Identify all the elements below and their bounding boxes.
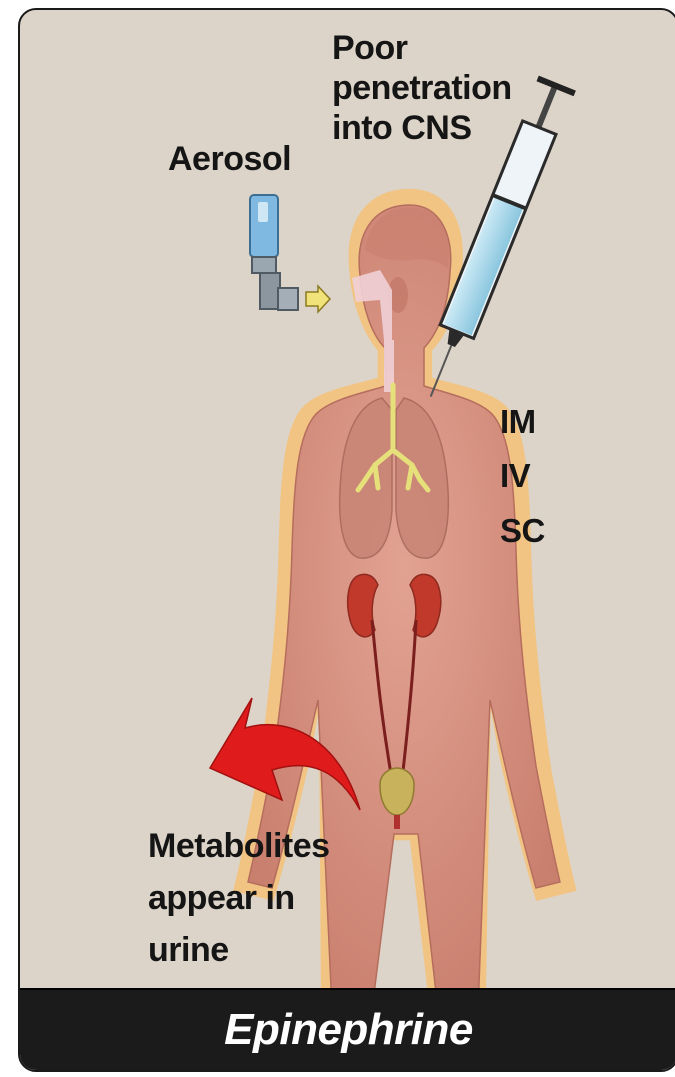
route-im-label: IM <box>500 403 536 441</box>
inhaler-icon <box>250 195 330 312</box>
metabolites-line-2: appear in <box>148 872 330 924</box>
diagram-artwork <box>20 10 675 1070</box>
metabolites-line-3: urine <box>148 924 330 976</box>
footer-bar: Epinephrine <box>20 988 675 1070</box>
drug-title: Epinephrine <box>224 1005 473 1055</box>
metabolites-line-1: Metabolites <box>148 820 330 872</box>
epinephrine-diagram-panel: Poor penetration into CNS Aerosol IM IV … <box>18 8 675 1072</box>
poor-penetration-label: Poor penetration into CNS <box>332 28 512 148</box>
metabolites-label: Metabolites appear in urine <box>148 820 330 976</box>
route-sc-label: SC <box>500 512 545 550</box>
poor-penetration-line-2: penetration <box>332 68 512 108</box>
aerosol-label: Aerosol <box>168 140 291 179</box>
poor-penetration-line-3: into CNS <box>332 108 512 148</box>
route-iv-label: IV <box>500 457 530 495</box>
poor-penetration-line-1: Poor <box>332 28 512 68</box>
